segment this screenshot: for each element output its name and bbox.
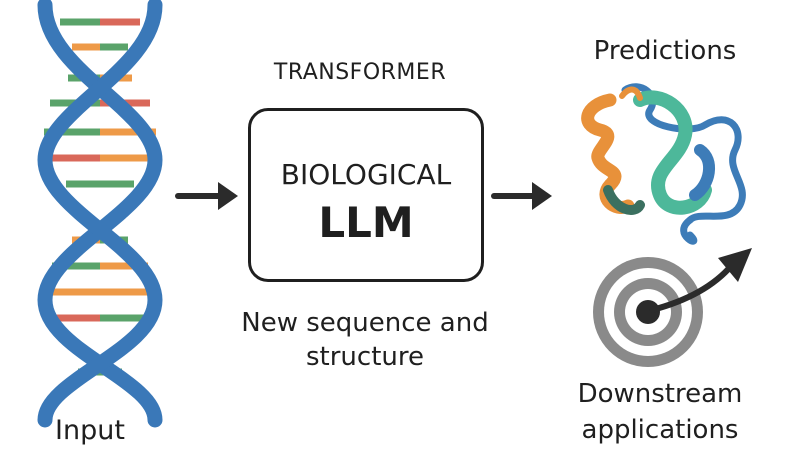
predictions-label: Predictions: [593, 36, 737, 66]
model-name-line2: LLM: [318, 198, 414, 247]
output-description: New sequence and structure: [241, 308, 489, 372]
model-box: [248, 108, 484, 282]
dna-helix-icon: [37, 0, 163, 428]
target-icon: [593, 248, 752, 367]
model-name-line1: BIOLOGICAL: [280, 158, 452, 191]
transformer-label: TRANSFORMER: [273, 60, 447, 85]
downstream-label: Downstream applications: [577, 379, 743, 445]
protein-structure-icon: [581, 83, 746, 245]
arrow-right-icon: [491, 182, 552, 210]
arrow-right-icon: [175, 182, 238, 210]
input-label: Input: [55, 415, 125, 446]
